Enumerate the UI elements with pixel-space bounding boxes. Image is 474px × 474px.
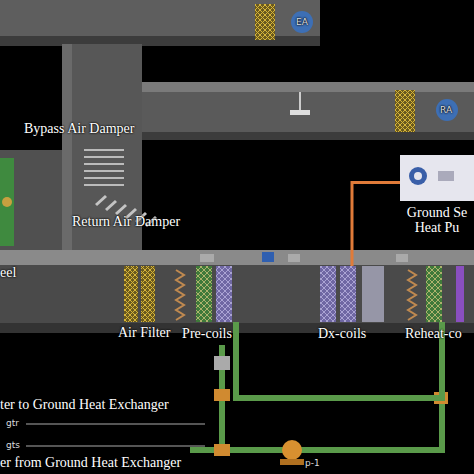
heat-pump-box: Ground Se Heat Pu (400, 155, 474, 201)
pre-coil: Pre-coils (174, 266, 240, 322)
damper-label: Return Air Damper (72, 214, 180, 230)
node-label: Ground Se Heat Pu (400, 205, 474, 235)
pipe-label: er from Ground Heat Exchanger (0, 455, 181, 471)
pipe-tag: gts (6, 440, 20, 451)
pipe-tag: gtr (6, 418, 19, 429)
node-label: Pre-coils (174, 326, 240, 341)
node-label: Reheat-co (405, 326, 474, 341)
wheel-label: eel (0, 265, 16, 281)
exhaust-air-tag: EA (296, 17, 308, 28)
node-label: Dx-coils (318, 326, 386, 341)
return-air-tag: RA (440, 105, 452, 116)
filter-label: Air Filter (118, 325, 171, 341)
reheat-coil: Reheat-co (405, 266, 474, 322)
pipe-label: ter to Ground Heat Exchanger (0, 397, 169, 413)
refrigerant-line (352, 183, 400, 266)
pump-tag: p-1 (305, 458, 320, 469)
dx-coil: Dx-coils (318, 266, 386, 322)
damper-label: Bypass Air Damper (24, 121, 134, 137)
